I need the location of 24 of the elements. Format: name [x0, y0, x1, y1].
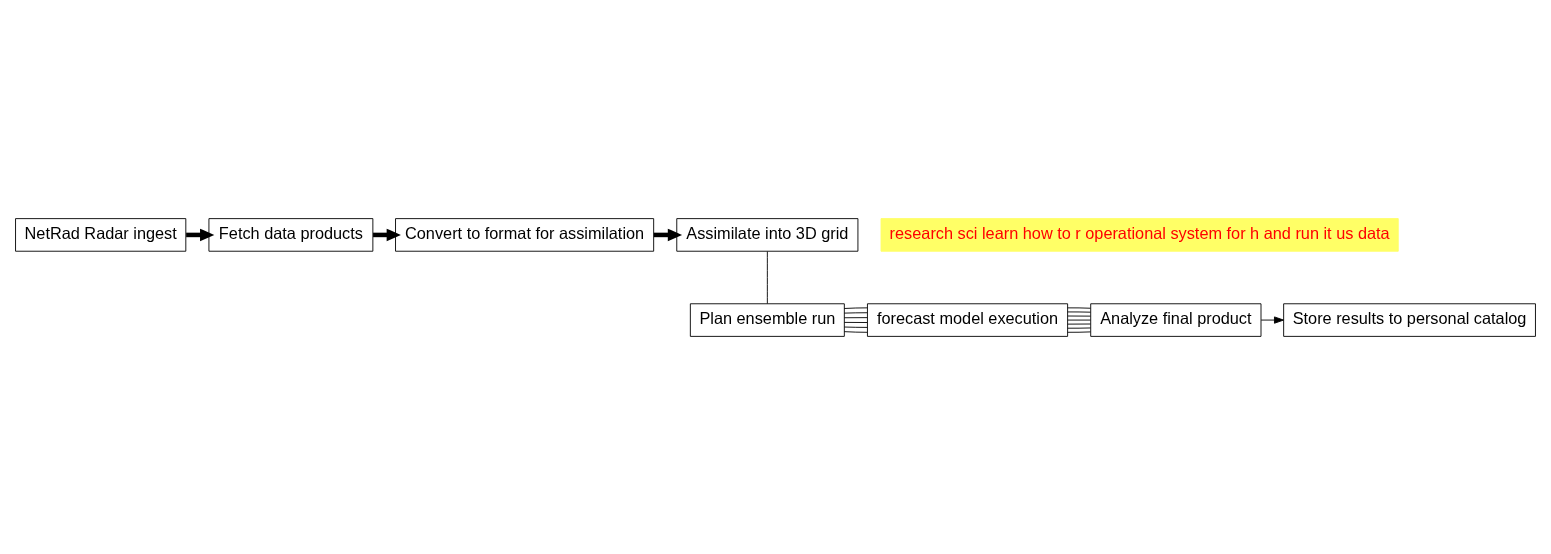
- connector: [843, 321, 868, 323]
- connector: [843, 326, 868, 328]
- node-box: Plan ensemble run: [689, 302, 845, 337]
- connector: [766, 250, 768, 304]
- connector: [843, 330, 868, 333]
- node-box: Convert to format for assimilation: [395, 217, 655, 252]
- node-box: Store results to personal catalog: [1283, 302, 1536, 337]
- node-box: forecast model execution: [867, 302, 1069, 337]
- connector: [843, 311, 868, 314]
- node-box: research sci learn how to r operational system for h and run it us data: [880, 217, 1399, 252]
- connector: [1067, 315, 1091, 317]
- connector: [843, 306, 868, 309]
- node-box: NetRad Radar ingest: [15, 217, 187, 252]
- connector: [843, 316, 868, 318]
- connector: [1067, 306, 1091, 309]
- node-box: Fetch data products: [208, 217, 374, 252]
- connector: [1067, 319, 1091, 321]
- connector: [1067, 310, 1091, 313]
- connector: [1067, 323, 1091, 325]
- node-box: Assimilate into 3D grid: [676, 217, 859, 252]
- node-box: Analyze final product: [1090, 302, 1262, 337]
- arrow: [1260, 315, 1284, 324]
- connector: [1067, 330, 1091, 333]
- connector: [1067, 327, 1091, 329]
